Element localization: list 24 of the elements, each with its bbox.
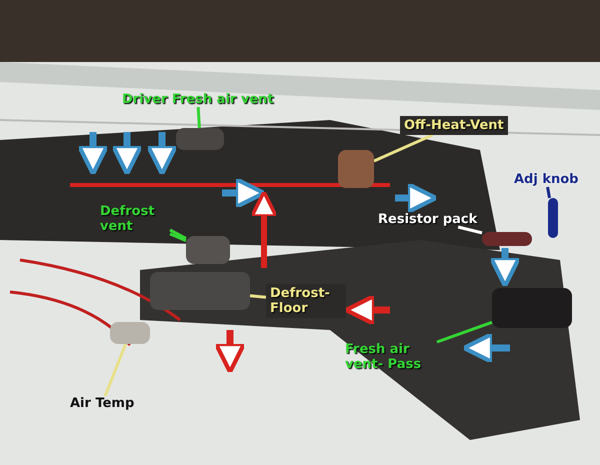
- leader-line: [104, 343, 128, 397]
- leader-line: [196, 106, 201, 128]
- part-drawing: [482, 232, 532, 246]
- part-drawing: [110, 322, 150, 344]
- callout-label: Driver Fresh air vent: [122, 92, 274, 107]
- leader-line: [250, 294, 266, 299]
- part-drawing: [150, 272, 250, 310]
- callout-label: Resistor pack: [378, 212, 478, 227]
- leader-line: [169, 228, 187, 240]
- part-drawing: [548, 198, 558, 238]
- leader-line: [546, 186, 551, 198]
- part-drawing: [338, 150, 374, 188]
- leader-line: [436, 320, 492, 344]
- callout-label: Air Temp: [70, 396, 134, 411]
- part-drawing: [492, 288, 572, 328]
- leader-line: [458, 226, 482, 234]
- callout-label: Off-Heat-Vent: [400, 116, 508, 135]
- leader-line: [169, 232, 187, 242]
- leader-line: [373, 134, 434, 162]
- callout-label: Defrost- Floor: [266, 284, 346, 318]
- callout-label: Defrost vent: [100, 204, 170, 234]
- part-drawing: [186, 236, 230, 264]
- callout-label: Adj knob: [514, 172, 578, 187]
- part-drawing: [176, 128, 224, 150]
